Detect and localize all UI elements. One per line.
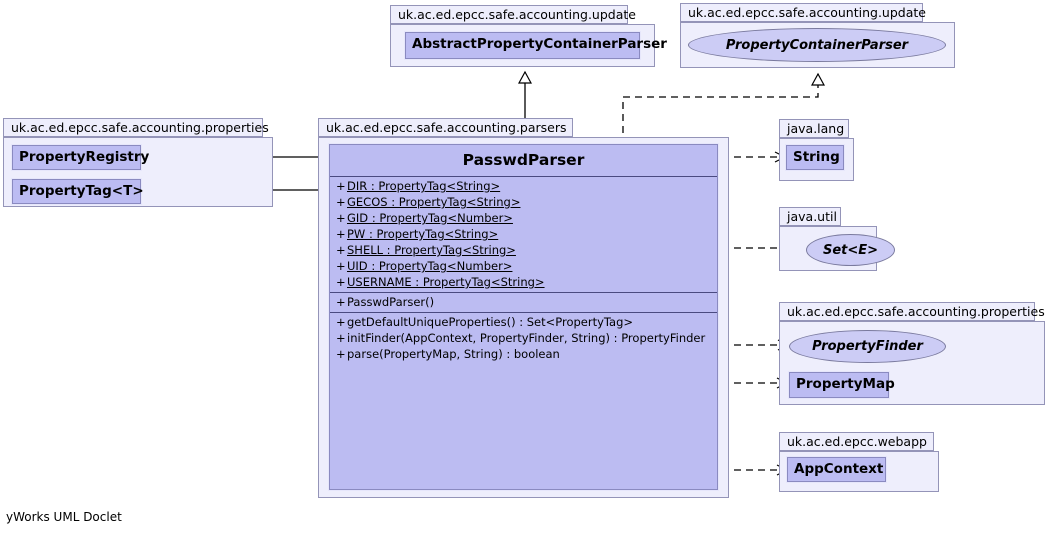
interface-name: Set<E> [822, 242, 879, 258]
field-row: +USERNAME : PropertyTag<String> [330, 274, 717, 290]
class-name: PasswdParser [462, 151, 585, 169]
package-label: uk.ac.ed.epcc.safe.accounting.properties [3, 118, 269, 137]
field-row: +UID : PropertyTag<Number> [330, 258, 717, 274]
field-signature: UID : PropertyTag<Number> [347, 259, 513, 273]
constructor-list: +PasswdParser() [330, 293, 717, 312]
class-passwd-parser[interactable]: PasswdParser +DIR : PropertyTag<String> … [329, 144, 718, 490]
class-name: AbstractPropertyContainerParser [412, 36, 667, 52]
package-update-interface: uk.ac.ed.epcc.safe.accounting.update Pro… [680, 3, 955, 68]
package-parsers: uk.ac.ed.epcc.safe.accounting.parsers Pa… [318, 118, 729, 498]
field-list: +DIR : PropertyTag<String> +GECOS : Prop… [330, 177, 717, 292]
field-row: +GECOS : PropertyTag<String> [330, 194, 717, 210]
package-update-abstract: uk.ac.ed.epcc.safe.accounting.update Abs… [390, 5, 667, 67]
interface-set[interactable]: Set<E> [806, 234, 895, 266]
field-signature: USERNAME : PropertyTag<String> [347, 275, 545, 289]
field-signature: SHELL : PropertyTag<String> [347, 243, 516, 257]
field-row: +GID : PropertyTag<Number> [330, 210, 717, 226]
method-list: +getDefaultUniqueProperties() : Set<Prop… [330, 313, 717, 364]
constructor-row: +PasswdParser() [330, 294, 717, 310]
method-row: +initFinder(AppContext, PropertyFinder, … [330, 330, 717, 346]
class-app-context[interactable]: AppContext [787, 457, 886, 482]
class-divider-fields [330, 176, 717, 177]
visibility: + [336, 179, 346, 193]
package-label: uk.ac.ed.epcc.safe.accounting.properties [779, 302, 1045, 321]
visibility: + [336, 211, 346, 225]
constructor-signature: PasswdParser() [347, 295, 435, 309]
visibility: + [336, 275, 346, 289]
class-name: AppContext [794, 461, 884, 477]
method-row: +parse(PropertyMap, String) : boolean [330, 346, 717, 362]
field-row: +DIR : PropertyTag<String> [330, 178, 717, 194]
visibility: + [336, 227, 346, 241]
package-label: uk.ac.ed.epcc.webapp [779, 432, 934, 451]
class-name: PropertyTag<T> [19, 183, 144, 199]
method-signature: parse(PropertyMap, String) : boolean [347, 347, 560, 361]
package-properties-left: uk.ac.ed.epcc.safe.accounting.properties… [3, 118, 273, 207]
field-signature: GECOS : PropertyTag<String> [347, 195, 521, 209]
package-label: uk.ac.ed.epcc.safe.accounting.parsers [318, 118, 573, 137]
interface-name: PropertyContainerParser [725, 37, 909, 53]
package-label: java.util [779, 207, 841, 226]
field-row: +PW : PropertyTag<String> [330, 226, 717, 242]
class-property-registry[interactable]: PropertyRegistry [12, 145, 150, 170]
method-signature: getDefaultUniqueProperties() : Set<Prope… [347, 315, 634, 329]
class-divider-constructors [330, 292, 717, 293]
field-signature: GID : PropertyTag<Number> [347, 211, 513, 225]
package-label: uk.ac.ed.epcc.safe.accounting.update [680, 3, 926, 22]
class-property-tag[interactable]: PropertyTag<T> [12, 179, 144, 204]
class-name: String [793, 149, 840, 165]
visibility: + [336, 195, 346, 209]
class-abstract-property-container-parser[interactable]: AbstractPropertyContainerParser [405, 32, 667, 59]
class-string[interactable]: String [786, 145, 844, 170]
visibility: + [336, 295, 346, 309]
method-row: +getDefaultUniqueProperties() : Set<Prop… [330, 314, 717, 330]
doclet-credit: yWorks UML Doclet [6, 510, 122, 524]
package-webapp: uk.ac.ed.epcc.webapp AppContext [779, 432, 939, 492]
class-property-map[interactable]: PropertyMap [789, 372, 895, 398]
visibility: + [336, 259, 346, 273]
field-signature: PW : PropertyTag<String> [347, 227, 499, 241]
interface-property-container-parser[interactable]: PropertyContainerParser [688, 28, 946, 62]
visibility: + [336, 315, 346, 329]
class-name: PropertyMap [796, 376, 895, 392]
visibility: + [336, 331, 346, 345]
method-signature: initFinder(AppContext, PropertyFinder, S… [347, 331, 706, 345]
visibility: + [336, 347, 346, 361]
field-row: +SHELL : PropertyTag<String> [330, 242, 717, 258]
class-divider-methods [330, 312, 717, 313]
package-label: uk.ac.ed.epcc.safe.accounting.update [390, 5, 636, 24]
package-java-lang: java.lang String [779, 119, 854, 181]
package-java-util: java.util Set<E> [779, 207, 895, 271]
field-signature: DIR : PropertyTag<String> [347, 179, 501, 193]
class-name: PropertyRegistry [19, 149, 150, 165]
interface-name: PropertyFinder [812, 339, 923, 354]
package-properties-right: uk.ac.ed.epcc.safe.accounting.properties… [779, 302, 1045, 405]
interface-property-finder[interactable]: PropertyFinder [789, 330, 946, 363]
package-label: java.lang [779, 119, 849, 138]
visibility: + [336, 243, 346, 257]
